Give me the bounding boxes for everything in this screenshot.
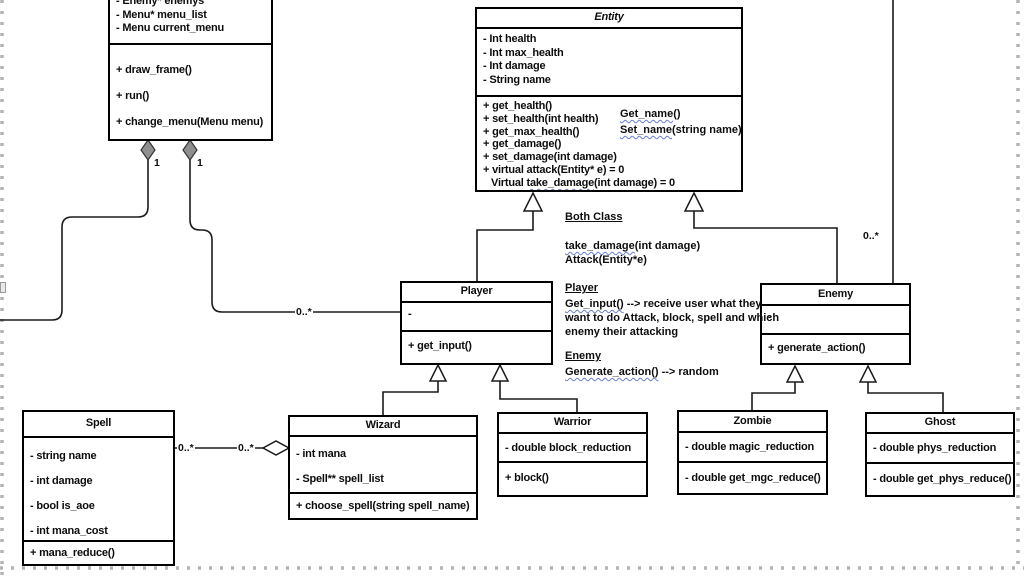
method: + change_menu(Menu menu) xyxy=(116,116,264,128)
method: Virtual take_damage(int damage) = 0 xyxy=(491,176,675,189)
aggregation-diamond xyxy=(140,138,156,162)
class-box-game[interactable]: - Enemy* enemys - Menu* menu_list - Menu… xyxy=(108,0,273,141)
connector-enemy-entity-inheritance[interactable] xyxy=(683,191,838,283)
method: + mana_reduce() xyxy=(30,547,115,559)
connector-player-entity-inheritance[interactable] xyxy=(476,191,544,281)
method: + run() xyxy=(116,90,150,102)
connector-ghost-enemy-inheritance[interactable] xyxy=(858,364,944,412)
class-box-entity[interactable]: Entity - Int health - Int max_health - I… xyxy=(475,7,743,192)
attribute: - xyxy=(768,311,772,323)
method: + get_input() xyxy=(408,340,472,352)
note-heading: Enemy xyxy=(565,350,602,362)
attribute: - String name xyxy=(483,73,551,86)
method: + draw_frame() xyxy=(116,64,192,76)
multiplicity-label[interactable]: 0..* xyxy=(177,442,195,454)
attribute: - Menu* menu_list xyxy=(116,8,207,21)
method: + choose_spell(string spell_name) xyxy=(296,500,470,512)
attribute: - int mana xyxy=(296,448,346,460)
inheritance-arrowhead xyxy=(683,191,705,212)
note-line: Generate_action() --> random xyxy=(565,366,719,378)
note-both-class-methods[interactable]: take_damage(int damage) Attack(Entity*e) xyxy=(565,239,700,267)
attribute: - double block_reduction xyxy=(505,442,631,454)
class-title: Entity xyxy=(477,9,741,29)
attribute: - Int health xyxy=(483,33,537,45)
note-line: want to do Attack, block, spell and whic… xyxy=(565,312,780,324)
class-title: Zombie xyxy=(679,412,826,433)
note-player[interactable]: Player Get_input() --> receive user what… xyxy=(565,281,779,339)
method: + set_health(int health) xyxy=(483,112,599,125)
class-box-player[interactable]: Player - + get_input() xyxy=(400,281,553,365)
connector-warrior-player-inheritance[interactable] xyxy=(490,363,578,412)
note-heading: Player xyxy=(565,282,599,294)
attribute: - int damage xyxy=(30,475,93,487)
note-line: Set_name(string name) xyxy=(620,124,742,136)
aggregation-diamond xyxy=(182,138,198,162)
inheritance-arrowhead xyxy=(858,364,878,383)
class-title: Enemy xyxy=(762,285,909,306)
class-title: Player xyxy=(402,283,551,303)
attribute: - Int max_health xyxy=(483,46,564,59)
connector-wizard-player-inheritance[interactable] xyxy=(382,363,448,415)
class-box-enemy[interactable]: Enemy - + generate_action() xyxy=(760,283,911,365)
attribute: - string name xyxy=(30,450,97,462)
multiplicity-label[interactable]: 0..* xyxy=(237,442,255,454)
inheritance-arrowhead xyxy=(428,363,448,382)
attribute: - Enemy* enemys xyxy=(116,0,205,7)
class-box-warrior[interactable]: Warrior - double block_reduction + block… xyxy=(497,412,648,497)
note-heading: Both Class xyxy=(565,211,623,223)
multiplicity-label[interactable]: 0..* xyxy=(295,306,313,318)
attribute: - Spell** spell_list xyxy=(296,473,384,485)
class-box-wizard[interactable]: Wizard - int mana - Spell** spell_list +… xyxy=(288,415,478,520)
note-line: Attack(Entity*e) xyxy=(565,254,647,266)
multiplicity-label[interactable]: 0..* xyxy=(862,230,880,242)
multiplicity-label[interactable]: 1 xyxy=(196,157,204,169)
method: + get_damage() xyxy=(483,138,562,151)
multiplicity-label[interactable]: 1 xyxy=(153,157,161,169)
note-enemy[interactable]: Enemy Generate_action() --> random xyxy=(565,349,719,379)
aggregation-diamond-open xyxy=(261,440,291,456)
method: + virtual attack(Entity* e) = 0 xyxy=(483,163,625,176)
attribute: - double magic_reduction xyxy=(685,441,815,453)
note-line: Get_input() --> receive user what they xyxy=(565,298,762,310)
method: + generate_action() xyxy=(768,342,866,354)
attribute: - xyxy=(408,308,412,320)
connector-game-player-aggregation[interactable] xyxy=(182,138,400,313)
method: + set_damage(int damage) xyxy=(483,151,617,164)
attribute: - int mana_cost xyxy=(30,525,108,537)
method: + get_health() xyxy=(483,100,553,112)
class-title: Wizard xyxy=(290,417,476,437)
attribute: - Menu current_menu xyxy=(116,22,225,34)
inheritance-arrowhead xyxy=(785,364,805,383)
note-line: enemy their attacking xyxy=(565,326,679,338)
inheritance-arrowhead xyxy=(490,363,510,382)
attribute: - Int damage xyxy=(483,60,546,72)
class-box-spell[interactable]: Spell - string name - int damage - bool … xyxy=(22,410,175,566)
class-box-ghost[interactable]: Ghost - double phys_reduction - double g… xyxy=(865,412,1015,497)
class-title: Ghost xyxy=(867,414,1013,434)
connector-zombie-enemy-inheritance[interactable] xyxy=(751,364,805,410)
inheritance-arrowhead xyxy=(522,191,544,212)
note-both-class[interactable]: Both Class xyxy=(565,210,622,226)
method: - double get_phys_reduce() xyxy=(873,473,1012,485)
attribute: - double phys_reduction xyxy=(873,442,997,454)
note-entity-getset-name[interactable]: Get_name() Set_name(string name) xyxy=(620,106,742,138)
note-line: take_damage(int damage) xyxy=(565,240,701,252)
line-selection-handle[interactable] xyxy=(0,282,6,293)
method: - double get_mgc_reduce() xyxy=(685,472,821,484)
attribute: - bool is_aoe xyxy=(30,500,95,512)
method: + block() xyxy=(505,472,549,484)
connector-game-left-aggregation[interactable] xyxy=(0,138,156,321)
class-title: Spell xyxy=(24,412,173,438)
class-title: Warrior xyxy=(499,414,646,434)
note-line: Get_name() xyxy=(620,108,681,120)
class-box-zombie[interactable]: Zombie - double magic_reduction - double… xyxy=(677,410,828,495)
method: + get_max_health() xyxy=(483,125,580,138)
